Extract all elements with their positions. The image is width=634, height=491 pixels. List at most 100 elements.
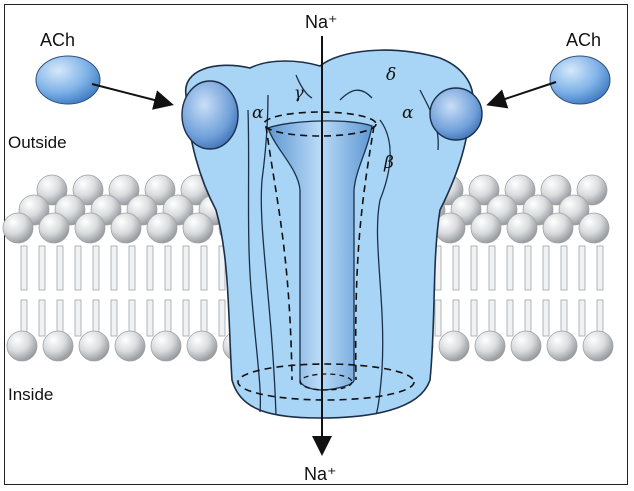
subunit-line-gamma-delta: [339, 89, 373, 101]
lipid-tail: [200, 245, 208, 291]
lipid-head: [72, 174, 104, 206]
subunit-delta: δ: [386, 65, 396, 85]
lipid-head: [474, 330, 506, 362]
lipid-tail: [542, 245, 550, 291]
pore-top-dashed: [263, 111, 377, 137]
lipid-head: [540, 174, 572, 206]
subunit-gamma: γ: [294, 83, 304, 102]
lipid-tail: [542, 299, 550, 337]
lipid-head: [468, 174, 500, 206]
lipid-tail: [38, 299, 46, 337]
label-ach-right: ACh: [566, 30, 601, 50]
lipid-head: [182, 212, 214, 244]
lipid-tail: [506, 299, 514, 337]
lipid-tail: [92, 245, 100, 291]
lipid-tail: [560, 245, 568, 291]
lipid-tail: [20, 299, 28, 337]
lipid-tail: [434, 299, 442, 337]
lipid-tail: [578, 245, 586, 291]
lipid-tail: [56, 299, 64, 337]
binding-site-right: [429, 87, 483, 141]
lipid-tail: [506, 245, 514, 291]
ach-arrow-right: [486, 81, 557, 109]
lipid-tail: [128, 299, 136, 337]
lipid-head: [470, 212, 502, 244]
lipid-tail: [110, 299, 118, 337]
binding-site-left: [181, 80, 239, 150]
lipid-tail: [524, 299, 532, 337]
lipid-tail: [560, 299, 568, 337]
ach-molecule-left: [35, 55, 101, 105]
lipid-tail: [56, 245, 64, 291]
lipid-tail: [200, 299, 208, 337]
subunit-beta: β: [383, 153, 394, 173]
ach-molecule-right: [549, 55, 611, 105]
lipid-head: [582, 330, 614, 362]
subunit-line-top: [295, 74, 313, 99]
lipid-head: [78, 330, 110, 362]
lipid-tail: [218, 245, 226, 291]
lipid-head: [576, 174, 608, 206]
pore-wall-dashed: [265, 125, 375, 381]
label-na-bottom: Na⁺: [304, 464, 337, 484]
lipid-head: [542, 212, 574, 244]
lipid-head: [6, 330, 38, 362]
lipid-head: [144, 174, 176, 206]
lipid-tail: [146, 245, 154, 291]
label-na-top: Na⁺: [305, 12, 338, 32]
subunit-line-beta-left: [247, 109, 262, 413]
subunit-line-beta-right: [375, 119, 391, 415]
lipid-head: [438, 330, 470, 362]
lipid-tail: [596, 299, 604, 337]
lipid-head: [186, 330, 218, 362]
lipid-head: [504, 174, 536, 206]
subunit-alpha-right: α: [402, 103, 414, 123]
channel-bottom-dashed: [237, 363, 415, 401]
lipid-tail: [488, 299, 496, 337]
lipid-head: [2, 212, 34, 244]
lipid-tail: [488, 245, 496, 291]
pore-bottom-dashed: [299, 373, 353, 391]
lipid-head: [578, 212, 610, 244]
lipid-tail: [74, 245, 82, 291]
lipid-tail: [452, 299, 460, 337]
lipid-tail: [110, 245, 118, 291]
lipid-tail: [20, 245, 28, 291]
lipid-head: [110, 212, 142, 244]
lipid-head: [74, 212, 106, 244]
label-outside: Outside: [8, 133, 67, 152]
lipid-head: [38, 212, 70, 244]
lipid-head: [510, 330, 542, 362]
lipid-head: [108, 174, 140, 206]
lipid-tail: [470, 245, 478, 291]
subunit-alpha-left: α: [252, 103, 264, 123]
lipid-head: [150, 330, 182, 362]
receptor-channel: [181, 49, 483, 419]
lipid-tail: [182, 245, 190, 291]
lipid-tail: [74, 299, 82, 337]
lipid-head: [546, 330, 578, 362]
lipid-tail: [524, 245, 532, 291]
lipid-tail: [164, 299, 172, 337]
lipid-tail: [128, 245, 136, 291]
label-ach-left: ACh: [40, 30, 75, 50]
lipid-tail: [470, 299, 478, 337]
lipid-tail: [182, 299, 190, 337]
lipid-head: [114, 330, 146, 362]
channel-pore: [267, 120, 373, 391]
lipid-tail: [218, 299, 226, 337]
lipid-head: [36, 174, 68, 206]
lipid-head: [506, 212, 538, 244]
lipid-head: [146, 212, 178, 244]
label-inside: Inside: [8, 385, 53, 404]
lipid-head: [42, 330, 74, 362]
lipid-tail: [578, 299, 586, 337]
lipid-tail: [596, 245, 604, 291]
lipid-tail: [452, 245, 460, 291]
ach-arrow-left: [91, 83, 174, 110]
lipid-tail: [164, 245, 172, 291]
lipid-tail: [92, 299, 100, 337]
lipid-tail: [38, 245, 46, 291]
lipid-tail: [146, 299, 154, 337]
